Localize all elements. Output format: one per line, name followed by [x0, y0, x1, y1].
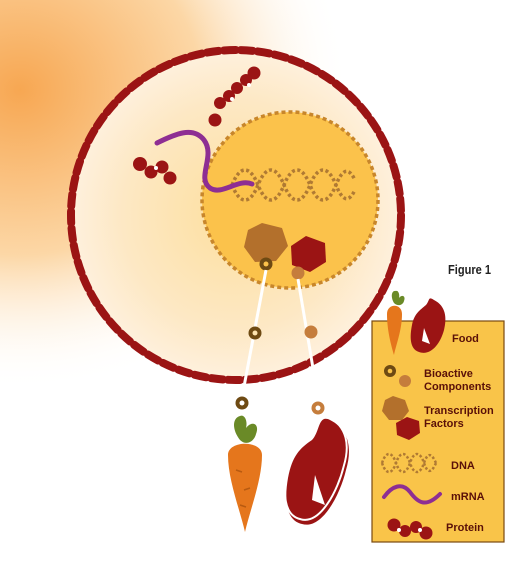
protein-cluster-lower — [133, 157, 177, 185]
carrot-icon — [228, 415, 262, 532]
legend-bioactive-tan-icon — [399, 375, 411, 387]
pathway-line-meat — [296, 278, 320, 399]
mrna-strand — [154, 129, 255, 193]
legend-label-transcription-factors: Transcription Factors — [424, 405, 497, 430]
transcription-factor-red — [291, 236, 326, 272]
legend-label-bioactive: Bioactive Components — [424, 368, 491, 393]
transcription-factor-brown — [244, 223, 288, 262]
legend-label-mrna: mRNA — [451, 491, 485, 503]
dna-helix — [230, 168, 357, 202]
protein-cluster-upper — [208, 66, 261, 127]
legend-label-protein: Protein — [446, 522, 484, 534]
legend-food-steak-icon — [410, 298, 446, 353]
bioactive-component-cytoplasm-tan — [304, 325, 318, 339]
nuclear-envelope — [200, 110, 380, 290]
bioactive-component-docked-red — [291, 266, 305, 280]
figure-title: Figure 1 — [448, 262, 491, 277]
legend-label-dna: DNA — [451, 460, 475, 472]
legend-food-carrot-icon — [387, 290, 405, 355]
cell-membrane — [67, 46, 405, 384]
legend: Food Bioactive Components Transcription … — [371, 290, 505, 543]
legend-label-food: Food — [452, 333, 479, 345]
steak-icon — [284, 414, 349, 525]
legend-dna-icon — [380, 452, 438, 474]
legend-transcription-factor-red-icon — [396, 417, 420, 440]
legend-transcription-factor-brown-icon — [382, 396, 409, 420]
legend-box — [371, 320, 505, 543]
legend-protein-icon — [387, 518, 433, 540]
legend-mrna-icon — [382, 484, 442, 505]
